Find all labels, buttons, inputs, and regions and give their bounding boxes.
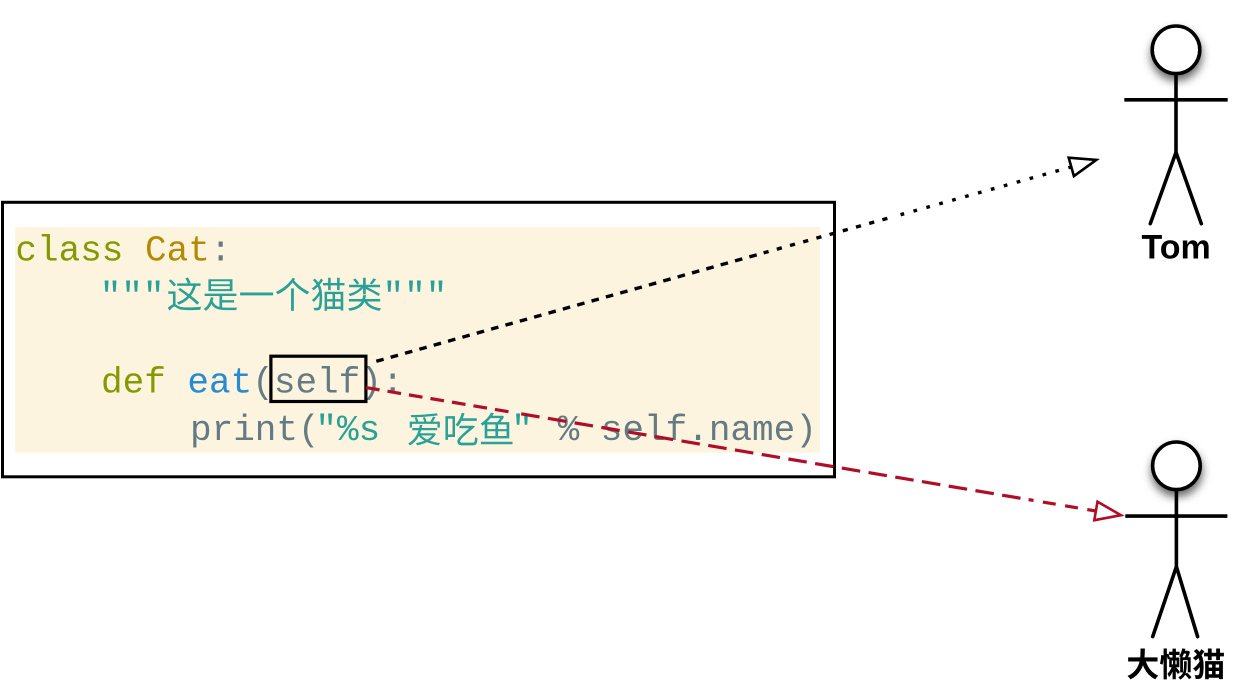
svg-text:"%s: "%s <box>315 410 380 451</box>
svg-text:""": """ <box>383 277 448 318</box>
svg-text:": " <box>511 410 533 451</box>
svg-text:Tom: Tom <box>1142 229 1211 267</box>
svg-text:print(: print( <box>190 410 320 451</box>
svg-text:class Cat:: class Cat: <box>15 231 231 272</box>
svg-text:% self.name): % self.name) <box>558 410 817 451</box>
svg-text:""": """ <box>100 277 165 318</box>
svg-text:def eat(self):: def eat(self): <box>101 363 403 404</box>
